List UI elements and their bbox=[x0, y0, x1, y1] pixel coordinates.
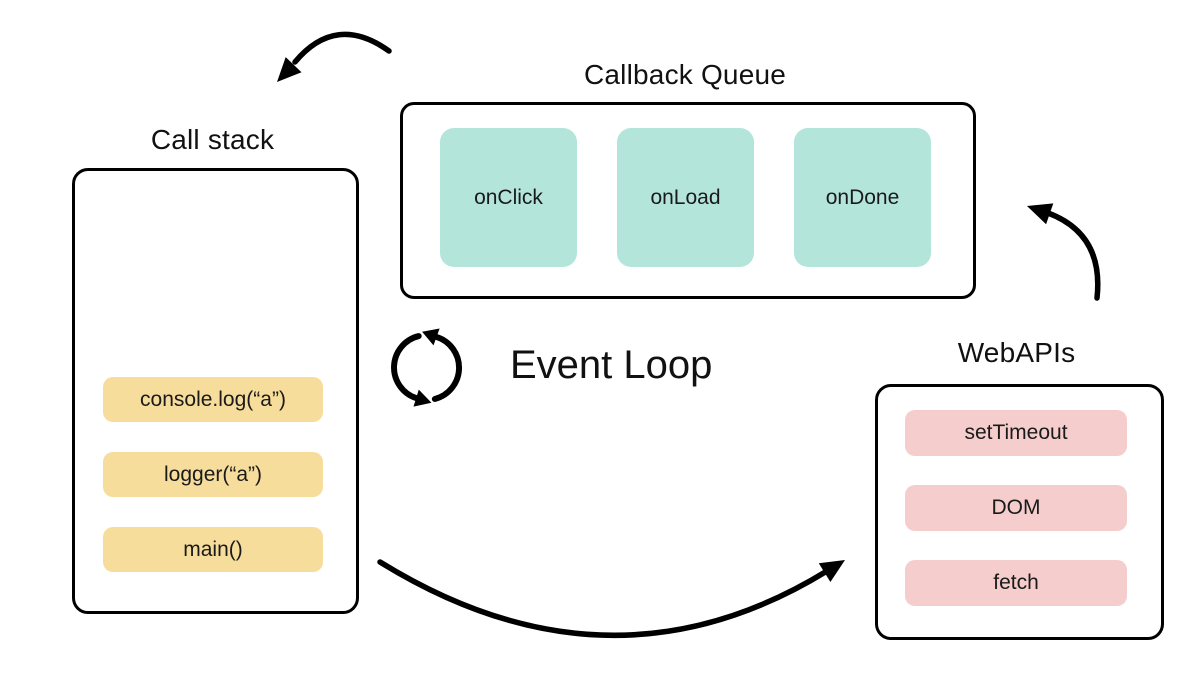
cycle-arrows-icon bbox=[391, 328, 463, 407]
arrow-callback-queue-to-call-stack-icon bbox=[277, 31, 392, 82]
call-stack-title: Call stack bbox=[150, 124, 275, 155]
callback-queue-box: onClick onLoad onDone bbox=[400, 102, 976, 299]
arrow-web-apis-to-callback-queue-icon bbox=[1027, 203, 1101, 301]
web-apis-title: WebAPIs bbox=[957, 337, 1076, 368]
web-api-item: DOM bbox=[905, 485, 1127, 531]
callback-queue-title: Callback Queue bbox=[583, 59, 787, 90]
web-apis-box: setTimeout DOM fetch bbox=[875, 384, 1164, 640]
web-api-item: fetch bbox=[905, 560, 1127, 606]
callback-queue-item: onDone bbox=[794, 128, 931, 267]
call-stack-box: console.log(“a”) logger(“a”) main() bbox=[72, 168, 359, 614]
web-api-item: setTimeout bbox=[905, 410, 1127, 456]
arrow-call-stack-to-web-apis-icon bbox=[377, 559, 845, 639]
callback-queue-item: onLoad bbox=[617, 128, 754, 267]
callback-queue-item: onClick bbox=[440, 128, 577, 267]
event-loop-label: Event Loop bbox=[510, 343, 713, 387]
call-stack-frame: logger(“a”) bbox=[103, 452, 323, 497]
call-stack-frame: console.log(“a”) bbox=[103, 377, 323, 422]
call-stack-frame: main() bbox=[103, 527, 323, 572]
